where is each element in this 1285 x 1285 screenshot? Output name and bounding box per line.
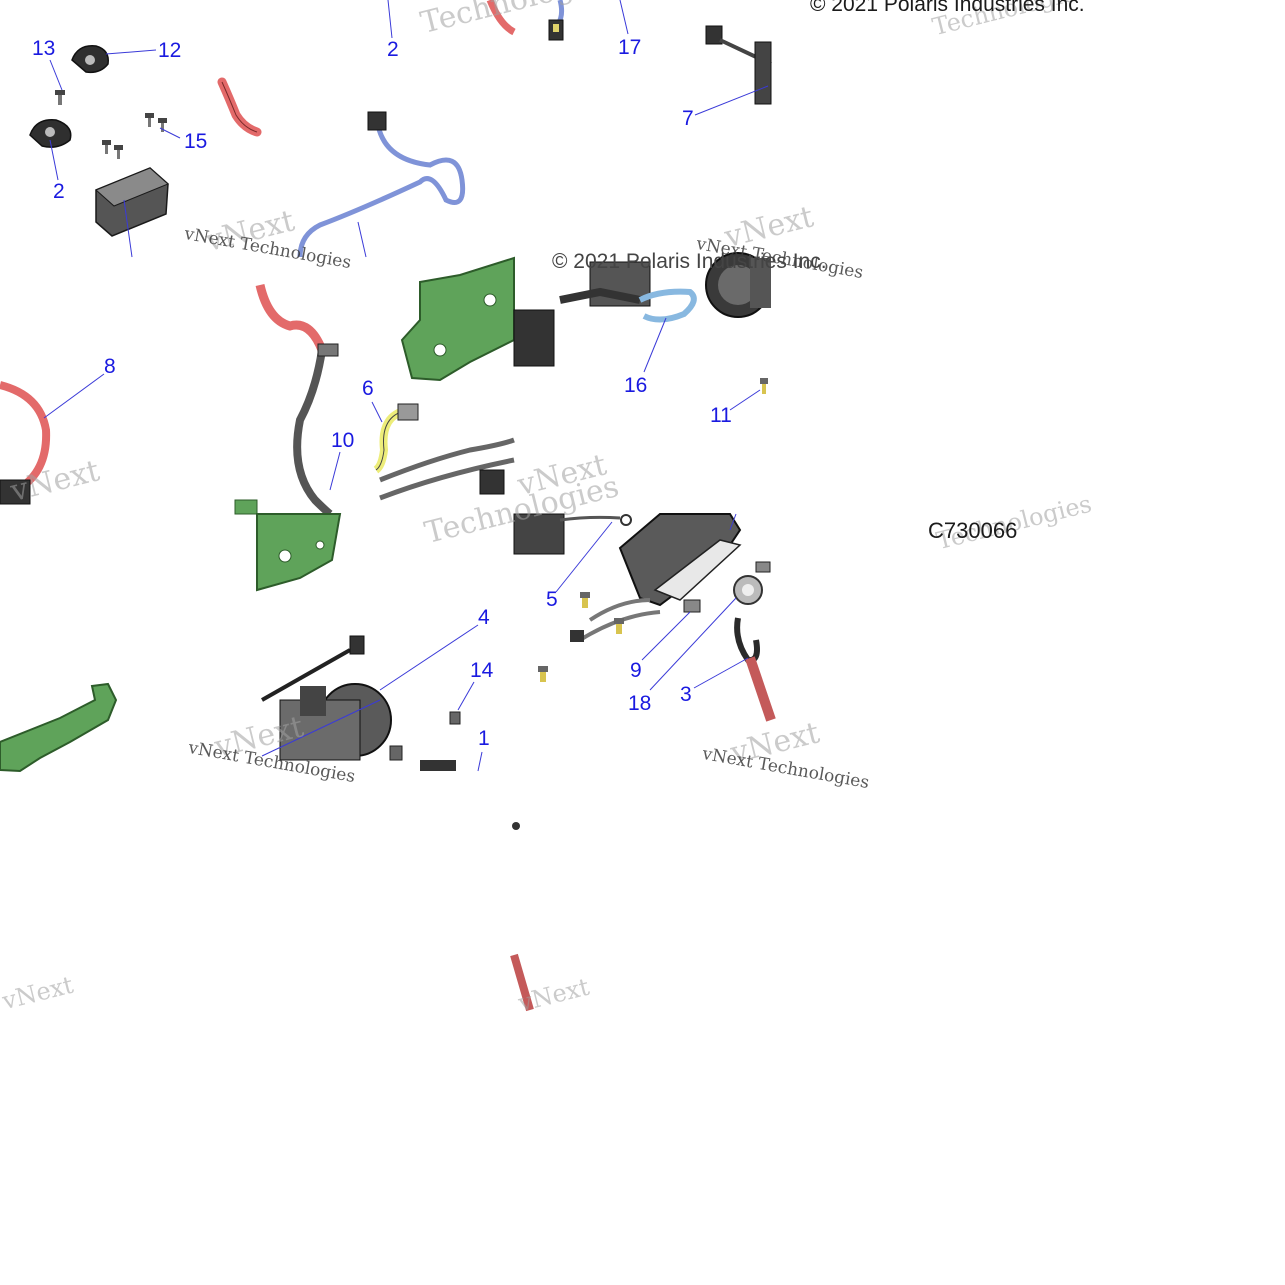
hook-strap-part — [745, 656, 776, 722]
callout-2: 2 — [387, 38, 399, 61]
winch-plate-part — [256, 513, 342, 592]
callout-6: 6 — [362, 377, 374, 400]
callout-7: 7 — [682, 107, 694, 130]
callout-2: 2 — [53, 180, 65, 203]
callout-14: 14 — [470, 659, 494, 682]
red-battery-cable-part — [255, 283, 327, 352]
copyright-notice: © 2021 Polaris Industries Inc. — [552, 250, 827, 273]
tile-lower-right — [513, 513, 776, 722]
tile-lower-left — [0, 682, 118, 773]
winch-motor-part — [261, 683, 392, 761]
screw-13-part — [55, 90, 65, 105]
drawing-code: C730066 — [928, 518, 1018, 543]
callout-4: 4 — [478, 606, 490, 629]
screws-15-part — [102, 113, 167, 159]
callout-8: 8 — [104, 355, 116, 378]
control-module-part — [95, 167, 169, 237]
tile-lower-center — [256, 513, 483, 772]
callout-11: 11 — [710, 404, 732, 427]
tile-mid-left — [0, 373, 258, 515]
tile-top-left — [29, 45, 262, 258]
callout-13: 13 — [32, 37, 56, 60]
tile-top-middle — [297, 0, 516, 258]
mount-plate-part — [400, 256, 515, 382]
clip-2-part — [29, 119, 72, 148]
tile-top-right — [548, 0, 772, 116]
blue-harness-part — [297, 124, 466, 258]
leaders-tile-1 — [49, 49, 181, 258]
blue-harness-16-part — [638, 288, 697, 323]
callout-18: 18 — [628, 692, 652, 715]
hook-3-part — [734, 617, 760, 664]
callout-3: 3 — [680, 683, 692, 706]
harness-bracket-7-part — [705, 25, 772, 105]
tile-center — [255, 256, 555, 518]
callout-17: 17 — [618, 36, 642, 59]
callout-10: 10 — [331, 429, 355, 452]
tile-fragment-bottom — [510, 822, 534, 1012]
callout-16: 16 — [624, 374, 648, 397]
copyright-notice: © 2021 Polaris Industries Inc. — [810, 0, 1085, 16]
callout-5: 5 — [546, 588, 558, 611]
red-cable-part — [217, 77, 262, 137]
callout-1: 1 — [478, 727, 490, 750]
bracket-part — [0, 682, 118, 773]
callout-12: 12 — [158, 39, 182, 62]
callout-15: 15 — [184, 130, 208, 153]
clip-12-part — [71, 45, 109, 74]
black-ground-cable-part — [293, 349, 333, 518]
tile-mid-right — [559, 252, 771, 411]
callout-9: 9 — [630, 659, 642, 682]
